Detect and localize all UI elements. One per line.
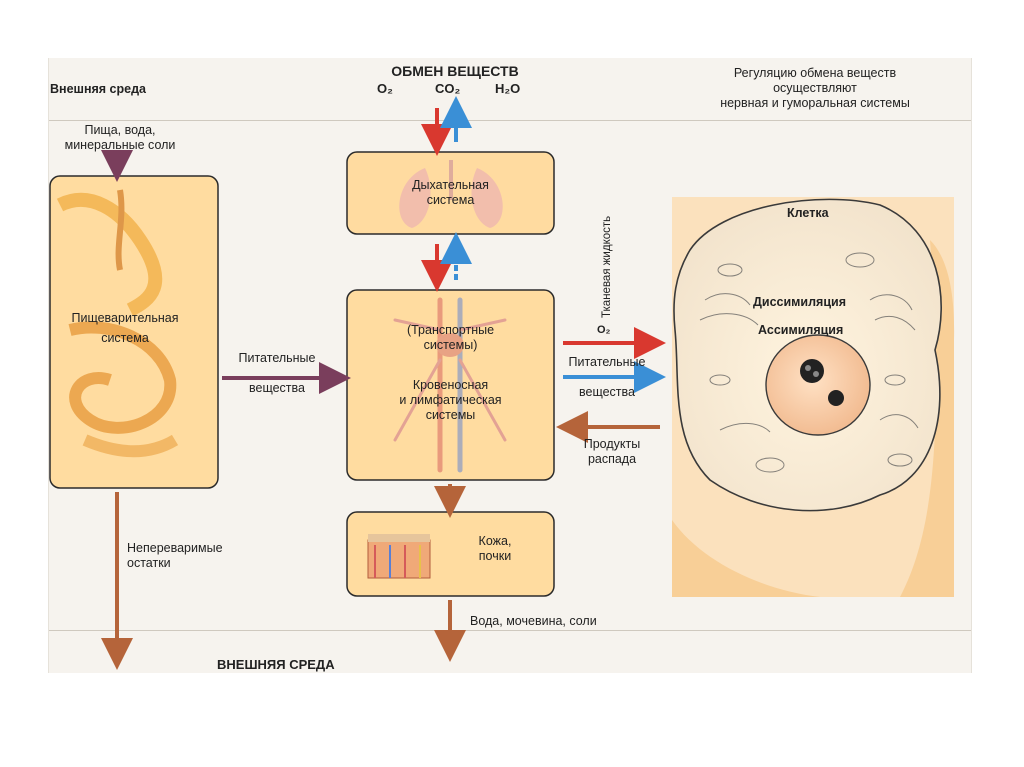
nutrients-in-line-2: вещества <box>249 381 305 395</box>
transport-label-1: (Транспортные <box>406 323 495 337</box>
background-rule <box>49 120 971 121</box>
dissimilation-label: Диссимиляция <box>753 295 847 309</box>
transport-label-2: системы) <box>423 338 478 352</box>
o2-label: O₂ <box>377 81 393 96</box>
diagram-title: ОБМЕН ВЕЩЕСТВ <box>391 63 519 79</box>
decay-products-line-1: Продукты <box>583 437 641 451</box>
lungs-illustration <box>399 160 503 228</box>
nutrients-to-cell-line-1: Питательные <box>568 355 646 369</box>
decay-products-line-2: распада <box>587 452 637 466</box>
nutrients-in-line-1: Питательные <box>238 351 316 365</box>
cell-region <box>672 197 955 597</box>
external-env-footer: ВНЕШНЯЯ СРЕДА <box>217 657 335 672</box>
excretion-outputs: Вода, мочевина, соли <box>470 614 597 628</box>
intake-line-1: Пища, вода, <box>84 123 156 137</box>
skin-kidney-illustration <box>367 534 431 579</box>
co2-label: CO₂ <box>435 81 461 96</box>
digestive-label-1: Пищеварительная <box>71 311 179 325</box>
assimilation-label: Ассимиляция <box>758 323 844 337</box>
regulation-line-3: нервная и гуморальная системы <box>720 96 910 110</box>
regulation-line-1: Регуляцию обмена веществ <box>733 66 897 80</box>
cell-organelles <box>699 252 919 473</box>
excretory-label-1: Кожа, <box>478 534 512 548</box>
transport-label-3: Кровеносная <box>412 378 489 392</box>
digestive-label-2: система <box>101 331 149 345</box>
tissue-fluid-label: Тканевая жидкость <box>601 215 613 318</box>
undigested-line-2: остатки <box>127 556 171 570</box>
undigested-line-1: Непереваримые <box>127 541 223 555</box>
o2-to-cell-label: O₂ <box>597 324 611 336</box>
intestine-illustration <box>56 189 179 458</box>
transport-label-5: системы <box>425 408 476 422</box>
background-rule <box>49 630 971 631</box>
h2o-label: H₂O <box>495 81 521 96</box>
intake-line-2: минеральные соли <box>64 138 176 152</box>
respiratory-label-2: система <box>426 193 475 207</box>
nucleolus <box>800 359 824 383</box>
cell-nucleus <box>765 334 871 436</box>
cell-label: Клетка <box>787 206 829 220</box>
nutrients-to-cell-line-2: вещества <box>579 385 635 399</box>
respiratory-label-1: Дыхательная <box>412 178 489 192</box>
circulatory-illustration <box>393 297 507 473</box>
nucleolus-small <box>828 390 844 406</box>
regulation-line-2: осуществляют <box>773 81 857 95</box>
transport-label-4: и лимфатическая <box>399 393 502 407</box>
excretory-label-2: почки <box>478 549 512 563</box>
external-env-label: Внешняя среда <box>50 82 146 96</box>
